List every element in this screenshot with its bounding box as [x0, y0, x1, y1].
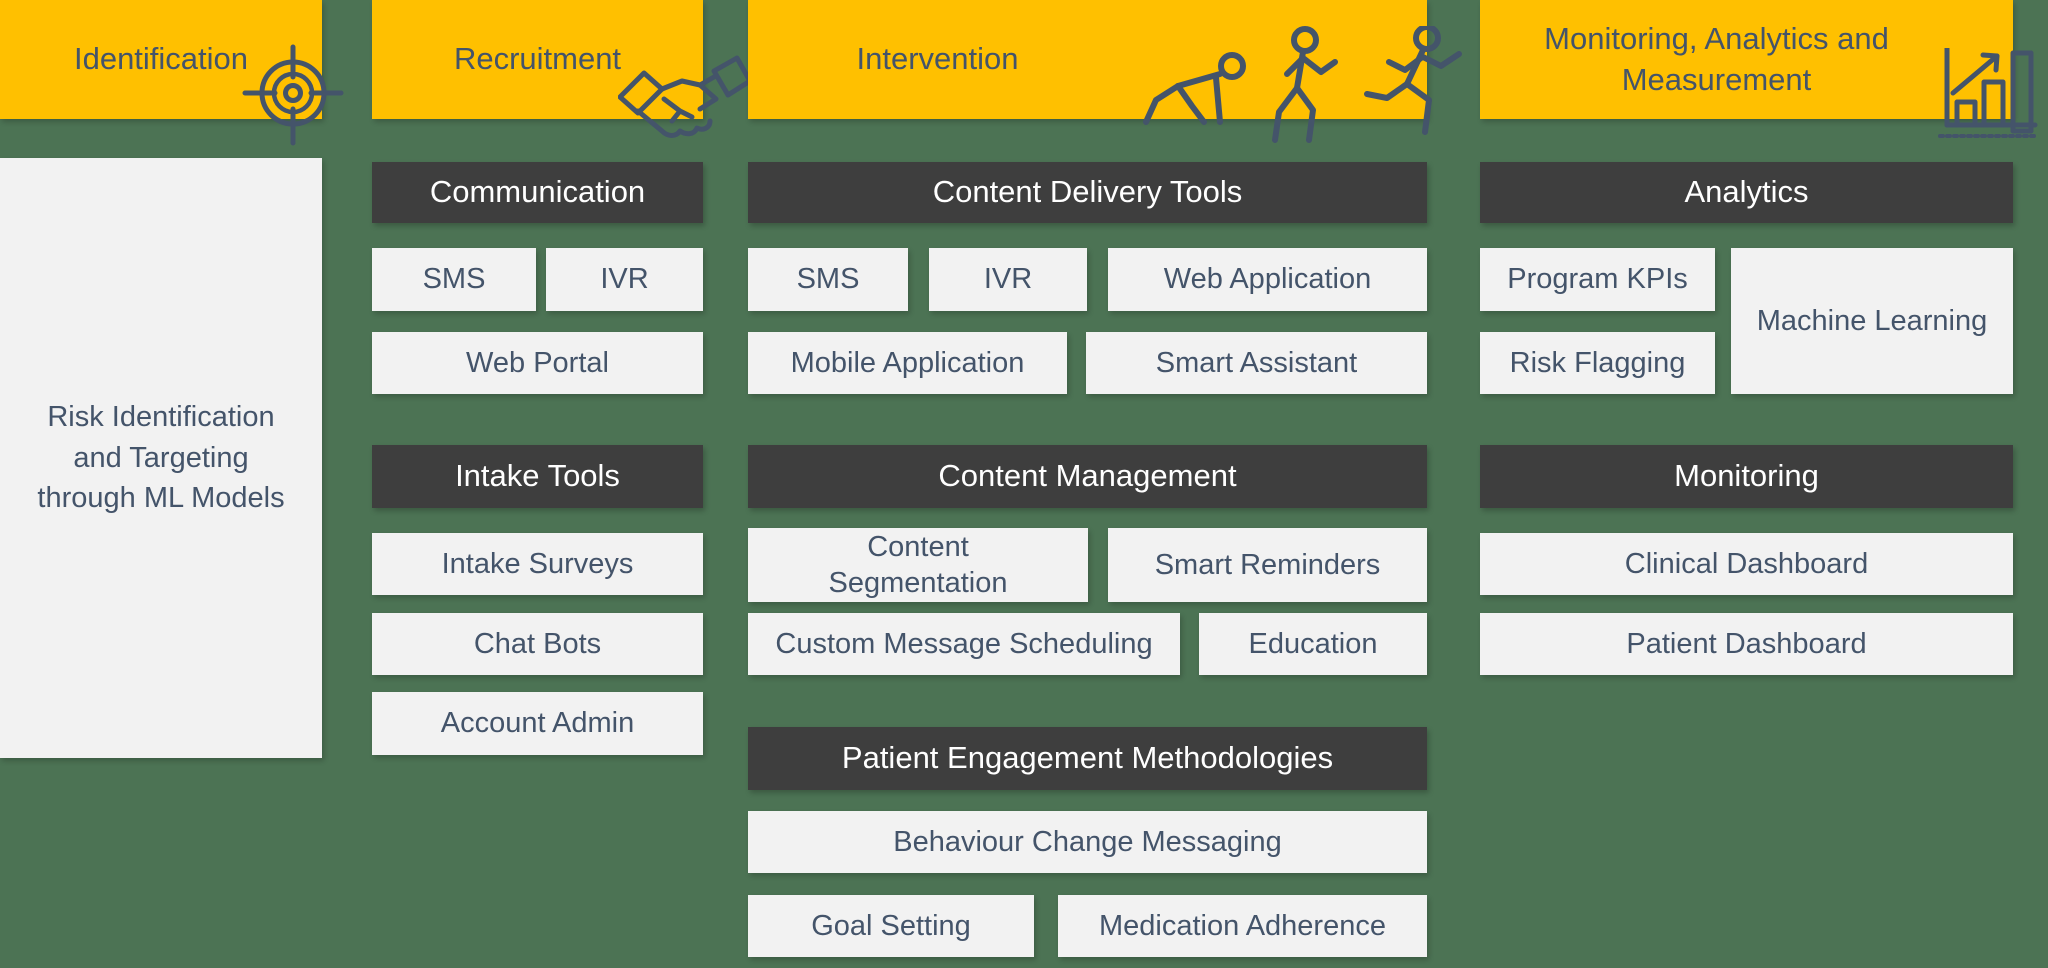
- intervention-sms-box: SMS: [748, 248, 908, 311]
- patient-dashboard-box: Patient Dashboard: [1480, 613, 2013, 675]
- identification-phase-header: Identification: [0, 0, 322, 119]
- analytics-section-header: Analytics: [1480, 162, 2013, 223]
- communication-section-header: Communication: [372, 162, 703, 223]
- web-portal-box: Web Portal: [372, 332, 703, 394]
- medication-adherence-box: Medication Adherence: [1058, 895, 1427, 957]
- program-kpis-box: Program KPIs: [1480, 248, 1715, 311]
- risk-flagging-box: Risk Flagging: [1480, 332, 1715, 394]
- goal-setting-box: Goal Setting: [748, 895, 1034, 957]
- clinical-dashboard-box: Clinical Dashboard: [1480, 533, 2013, 595]
- monitoring-analytics-phase-header: Monitoring, Analytics and Measurement: [1480, 0, 2013, 119]
- intervention-ivr-box: IVR: [929, 248, 1087, 311]
- mobile-application-box: Mobile Application: [748, 332, 1067, 394]
- content-management-section-header: Content Management: [748, 445, 1427, 508]
- intake-tools-section-header: Intake Tools: [372, 445, 703, 508]
- athletes-icon: [1140, 26, 1465, 150]
- handshake-icon: [618, 55, 753, 147]
- recruitment-phase-header: Recruitment: [372, 0, 703, 119]
- behaviour-change-messaging-box: Behaviour Change Messaging: [748, 811, 1427, 873]
- smart-assistant-box: Smart Assistant: [1086, 332, 1427, 394]
- web-application-box: Web Application: [1108, 248, 1427, 311]
- recruitment-sms-box: SMS: [372, 248, 536, 311]
- smart-reminders-box: Smart Reminders: [1108, 528, 1427, 602]
- account-admin-box: Account Admin: [372, 692, 703, 755]
- content-segmentation-box: Content Segmentation: [748, 528, 1088, 602]
- intake-surveys-box: Intake Surveys: [372, 533, 703, 595]
- custom-message-scheduling-box: Custom Message Scheduling: [748, 613, 1180, 675]
- growth-chart-icon: [1938, 48, 2040, 146]
- intervention-phase-header: Intervention: [748, 0, 1427, 119]
- chat-bots-box: Chat Bots: [372, 613, 703, 675]
- content-delivery-tools-section-header: Content Delivery Tools: [748, 162, 1427, 223]
- patient-engagement-methodologies-section-header: Patient Engagement Methodologies: [748, 727, 1427, 790]
- recruitment-ivr-box: IVR: [546, 248, 703, 311]
- target-icon: [240, 42, 346, 148]
- risk-identification-box: Risk Identification and Targeting throug…: [0, 158, 322, 758]
- monitoring-section-header: Monitoring: [1480, 445, 2013, 508]
- machine-learning-box: Machine Learning: [1731, 248, 2013, 394]
- education-box: Education: [1199, 613, 1427, 675]
